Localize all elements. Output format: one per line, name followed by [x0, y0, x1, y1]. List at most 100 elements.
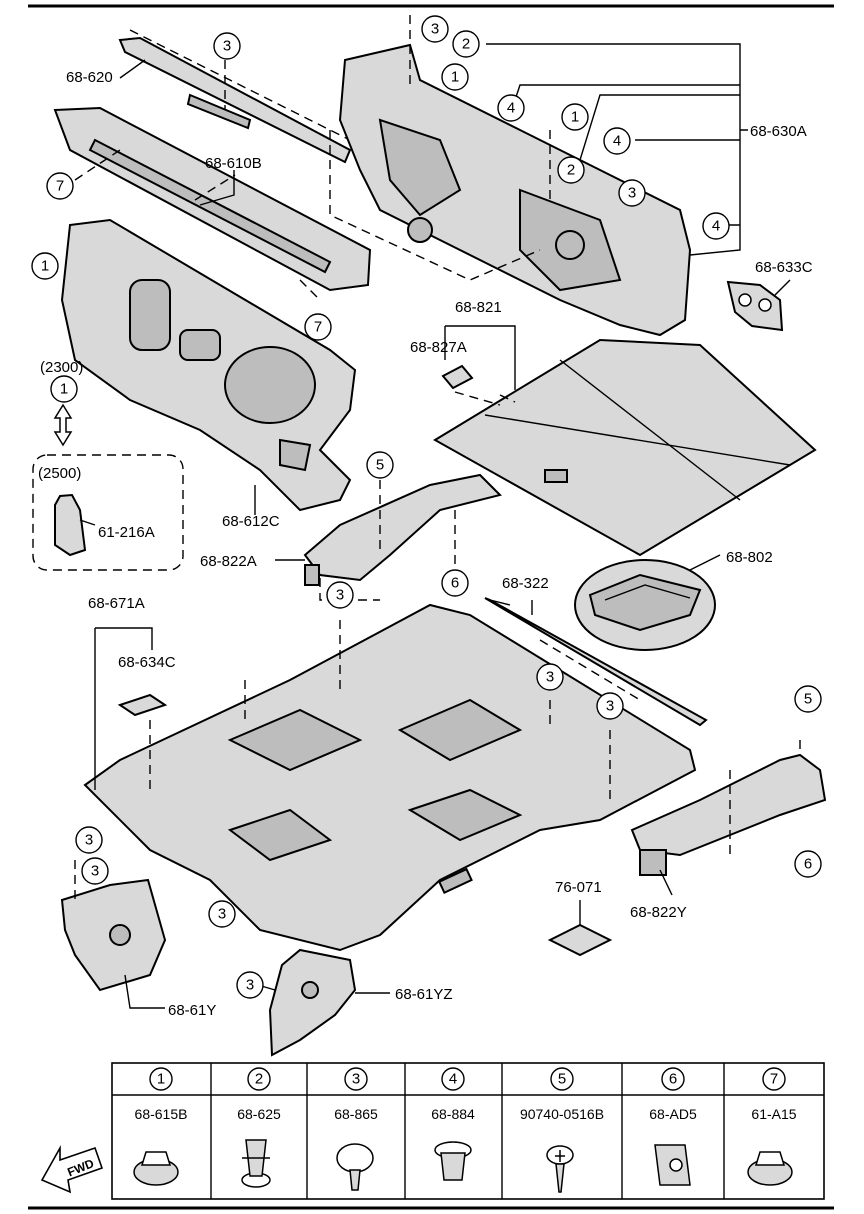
label-side-left: 68-61Y — [168, 1002, 216, 1019]
callout-3: 3 — [326, 581, 354, 609]
label-code-2300: (2300) — [40, 359, 83, 376]
svg-text:3: 3 — [628, 185, 636, 202]
svg-text:2: 2 — [567, 162, 575, 179]
callout-3: 3 — [81, 857, 109, 885]
table-col-4-number: 4 — [441, 1067, 465, 1091]
svg-text:7: 7 — [314, 319, 322, 336]
screw-icon — [546, 1145, 574, 1193]
table-part-6: 68-AD5 — [649, 1106, 697, 1122]
svg-text:2: 2 — [255, 1071, 263, 1088]
alt-variant-box — [32, 454, 184, 571]
label-bracket-right: 68-633C — [755, 259, 813, 276]
svg-text:1: 1 — [571, 109, 579, 126]
callout-2: 2 — [452, 30, 480, 58]
clip-part[interactable] — [54, 493, 87, 557]
svg-text:3: 3 — [218, 906, 226, 923]
label-floor-mat: 68-671A — [88, 595, 145, 612]
spare-tire-box-part[interactable] — [574, 559, 716, 651]
dash-upper-part[interactable] — [118, 36, 352, 164]
table-col-2-number: 2 — [247, 1067, 271, 1091]
callout-2: 2 — [557, 156, 585, 184]
callout-3: 3 — [208, 900, 236, 928]
clip-square-icon — [654, 1144, 691, 1186]
table-part-4: 68-884 — [431, 1106, 475, 1122]
table-col-3-number: 3 — [344, 1067, 368, 1091]
push-clip-icon — [241, 1139, 271, 1188]
svg-text:3: 3 — [546, 669, 554, 686]
callout-7: 7 — [304, 313, 332, 341]
callout-3: 3 — [421, 15, 449, 43]
svg-text:3: 3 — [85, 832, 93, 849]
sheet-part[interactable] — [547, 923, 613, 957]
callout-5: 5 — [366, 451, 394, 479]
callout-1: 1 — [31, 252, 59, 280]
label-dash-panel-lower: 68-612C — [222, 513, 280, 530]
floor-mat-part[interactable] — [83, 603, 697, 952]
callout-3: 3 — [236, 971, 264, 999]
callout-6: 6 — [441, 569, 469, 597]
svg-text:6: 6 — [669, 1071, 677, 1088]
grommet-clip-icon — [434, 1141, 472, 1181]
callout-3: 3 — [75, 826, 103, 854]
tunnel-right-part[interactable] — [630, 753, 827, 876]
svg-text:4: 4 — [712, 218, 720, 235]
table-part-2: 68-625 — [237, 1106, 281, 1122]
floor-pad-part[interactable] — [117, 693, 168, 717]
label-side-right: 68-61YZ — [395, 986, 453, 1003]
tray-pad-guide — [454, 391, 516, 406]
nut-clip-alt-icon — [747, 1151, 793, 1186]
tunnel-left-part[interactable] — [303, 473, 502, 586]
label-tunnel-left: 68-822A — [200, 553, 257, 570]
table-part-7: 61-A15 — [751, 1106, 796, 1122]
callout-6: 6 — [794, 850, 822, 878]
callout-7: 7 — [46, 172, 74, 200]
callout-5: 5 — [794, 685, 822, 713]
table-col-1-number: 1 — [149, 1067, 173, 1091]
fwd-arrow-icon: FWD — [40, 1144, 104, 1194]
dash-panel-lower-part[interactable] — [60, 218, 357, 512]
side-left-part[interactable] — [60, 878, 167, 992]
label-tunnel-right: 68-822Y — [630, 904, 687, 921]
outer-insulator-guide — [329, 15, 551, 281]
dash-insulator-part[interactable] — [53, 106, 372, 292]
leader-lines — [79, 43, 791, 1009]
svg-text:3: 3 — [336, 587, 344, 604]
table-part-5: 90740-0516B — [520, 1106, 604, 1122]
tray-insulator-part[interactable] — [433, 338, 817, 557]
label-tray-insulator: 68-821 — [455, 299, 502, 316]
table-col-5-number: 5 — [550, 1067, 574, 1091]
dash-outer-insulator-part[interactable] — [338, 43, 692, 337]
fastener-table — [111, 1062, 825, 1200]
svg-text:3: 3 — [352, 1071, 360, 1088]
nut-clip-icon — [133, 1151, 179, 1186]
label-sheet: 76-071 — [555, 879, 602, 896]
svg-text:1: 1 — [157, 1071, 165, 1088]
label-spare-tire-box: 68-802 — [726, 549, 773, 566]
dash-upper-guide — [129, 29, 351, 141]
table-col-7-number: 7 — [762, 1067, 786, 1091]
label-dash-insulator: 68-610B — [205, 155, 262, 172]
svg-text:3: 3 — [223, 38, 231, 55]
table-col-6-number: 6 — [661, 1067, 685, 1091]
svg-text:1: 1 — [451, 69, 459, 86]
label-dash-upper: 68-620 — [66, 69, 113, 86]
variant-arrow-icon — [53, 403, 73, 447]
callout-4: 4 — [603, 127, 631, 155]
svg-text:4: 4 — [613, 133, 621, 150]
svg-text:5: 5 — [376, 457, 384, 474]
bracket-right-part[interactable] — [726, 280, 784, 332]
label-floor-pad: 68-634C — [118, 654, 176, 671]
callout-3: 3 — [618, 179, 646, 207]
strip-part[interactable] — [484, 597, 708, 727]
dash-insulator-guide — [74, 149, 321, 301]
tray-pad-part[interactable] — [441, 364, 474, 390]
svg-text:3: 3 — [431, 21, 439, 38]
side-right-part[interactable] — [268, 948, 357, 1057]
svg-text:3: 3 — [606, 698, 614, 715]
label-clip-part: 61-216A — [98, 524, 155, 541]
svg-text:4: 4 — [507, 100, 515, 117]
callout-3: 3 — [596, 692, 624, 720]
svg-text:4: 4 — [449, 1071, 457, 1088]
svg-text:6: 6 — [451, 575, 459, 592]
svg-text:3: 3 — [246, 977, 254, 994]
